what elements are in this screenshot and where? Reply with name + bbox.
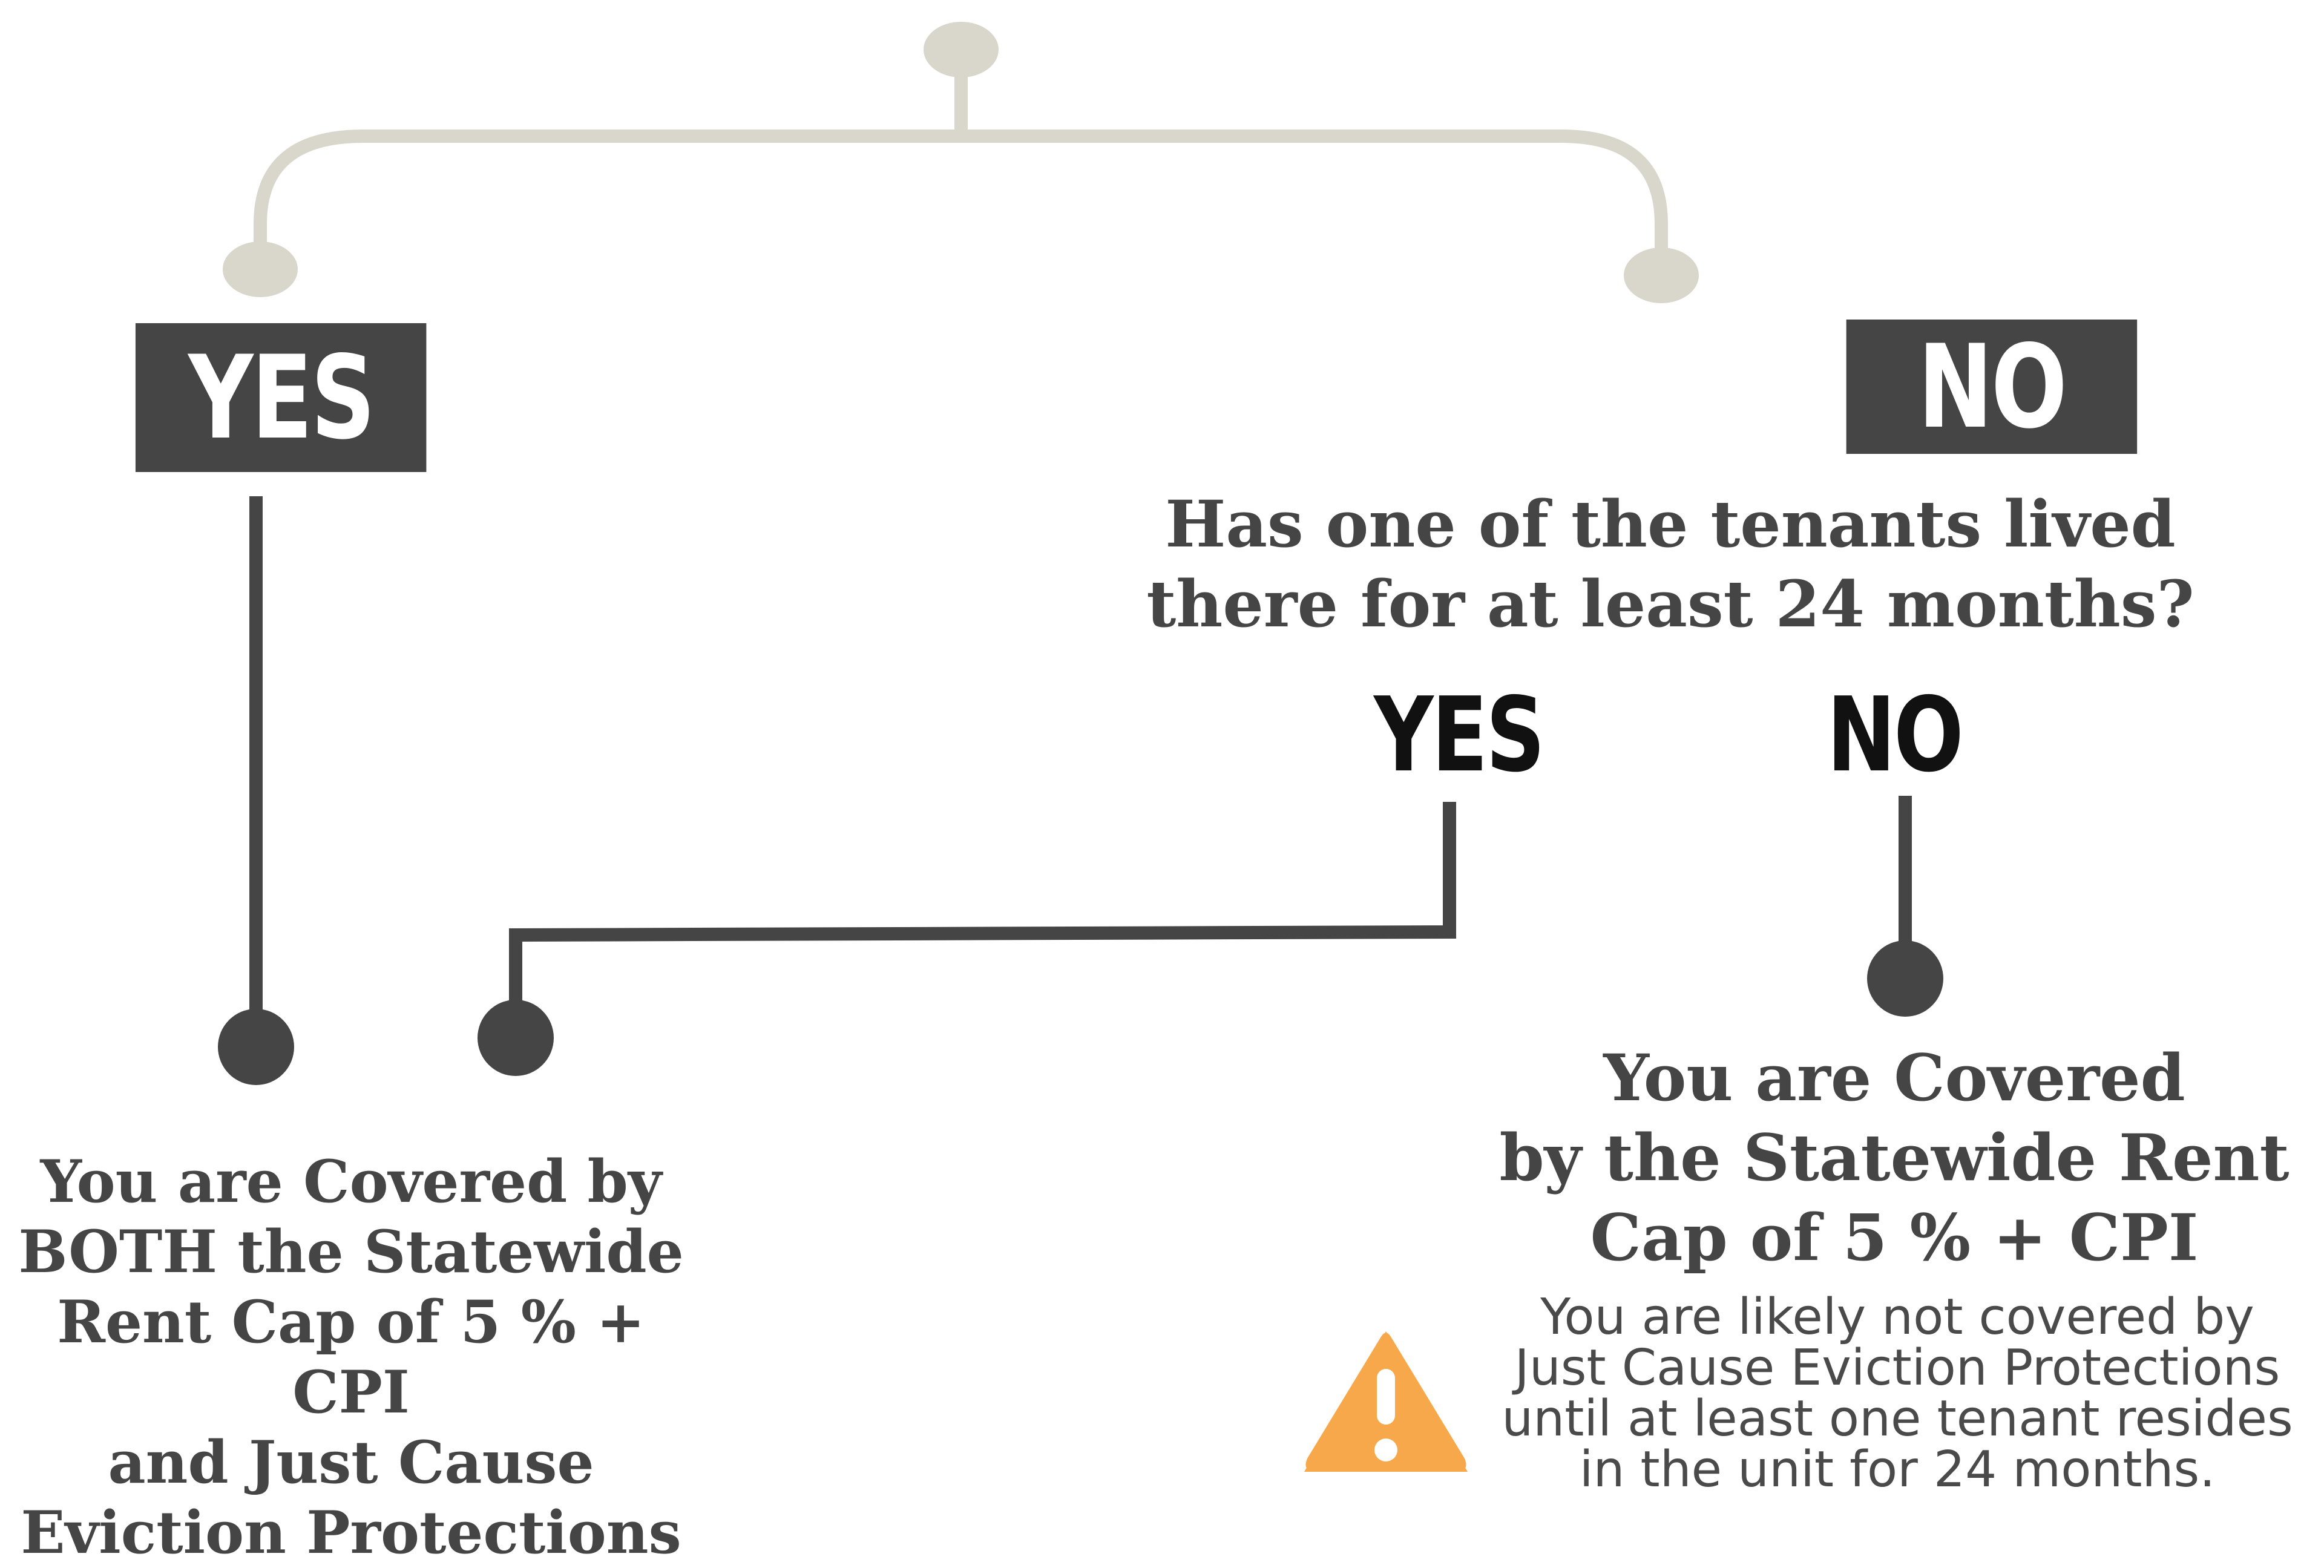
warning-triangle-icon bbox=[1304, 1331, 1468, 1472]
question-no-label: NO bbox=[1827, 675, 1963, 795]
flowchart: YES NO Has one of the tenants lived ther… bbox=[18, 22, 2293, 1567]
no-node bbox=[1624, 248, 1699, 303]
both-outcome-node bbox=[218, 1009, 294, 1085]
top-node bbox=[924, 22, 999, 77]
yes-box-label: YES bbox=[188, 330, 375, 465]
no-box: NO bbox=[1846, 320, 2138, 454]
warning-text: You are likely not covered by Just Cause… bbox=[1502, 1288, 2293, 1498]
connector-lines bbox=[218, 22, 1943, 1472]
sub-yes-node bbox=[478, 1000, 554, 1076]
question-text: Has one of the tenants lived there for a… bbox=[1146, 486, 2194, 641]
yes-box: YES bbox=[135, 323, 427, 472]
sub-yes-path bbox=[509, 802, 1456, 1023]
rent-cap-node bbox=[1867, 940, 1943, 1017]
dark-connectors bbox=[249, 496, 1912, 1023]
no-box-label: NO bbox=[1918, 320, 2067, 454]
yes-node bbox=[223, 241, 298, 297]
outcome-both-text: You are Covered by BOTH the Statewide Re… bbox=[18, 1147, 684, 1567]
question-yes-label: YES bbox=[1374, 675, 1545, 795]
outcome-rent-cap-text: You are Covered by the Statewide Rent Ca… bbox=[1499, 1040, 2290, 1275]
top-bracket bbox=[254, 130, 1668, 260]
top-connector bbox=[254, 54, 1668, 260]
